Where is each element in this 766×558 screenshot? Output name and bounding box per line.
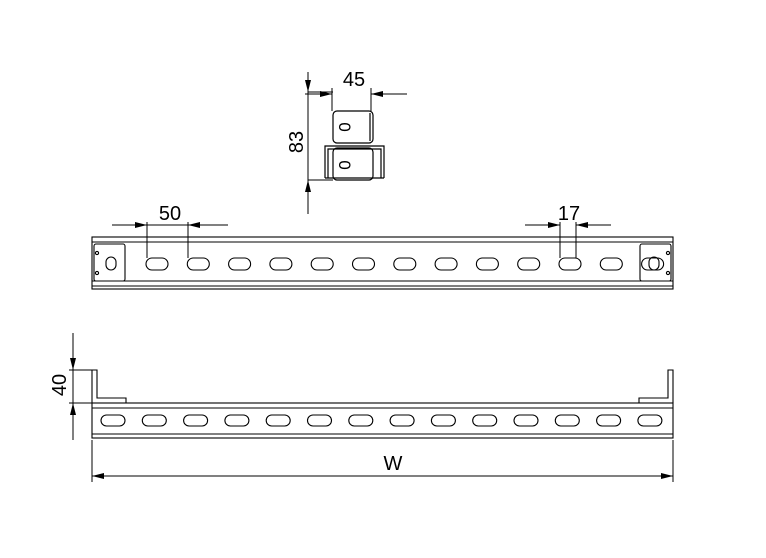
front-view [69,333,674,482]
top-view-slot [517,257,541,271]
end-view-height-label: 83 [286,131,308,153]
front-view-slot [554,414,580,427]
top-view-slot [393,257,417,271]
front-view-slots [100,414,663,427]
front-view-left-flange [91,369,127,403]
top-view-pitch-label: 50 [159,203,181,225]
top-view-slot-width-label: 17 [558,203,580,225]
end-view-lower-plate [332,147,374,181]
front-view-slot [141,414,167,427]
front-view-rail [91,402,674,439]
top-view-slot [475,257,499,271]
front-view-slot [637,414,663,427]
top-view-slot [269,257,293,271]
top-view-slot [599,257,623,271]
end-view-slot-label-top: 0 [335,122,354,131]
front-view-slot [306,414,333,427]
end-view [305,72,407,214]
top-view-slot [351,257,376,271]
end-view-width-label: 45 [343,69,365,91]
top-view-slot [186,257,210,271]
front-view-slot [472,414,498,427]
top-view-right-tab [639,243,672,282]
top-view [91,222,674,290]
front-view-slot [513,414,539,427]
end-view-slot-label-bottom: 0 [335,160,354,169]
top-view-slot [434,257,458,271]
front-view-slot [100,414,126,427]
top-view-slot [641,257,665,271]
top-view-slot [310,257,334,271]
front-view-slot [596,414,622,427]
front-view-length-label: W [384,453,403,475]
top-view-left-tab [93,243,126,282]
front-view-slot [183,414,209,427]
front-view-right-flange [638,369,674,403]
front-view-slot [265,414,291,427]
front-view-slot [224,414,250,427]
front-view-slot [430,414,456,427]
end-view-channel [324,145,385,178]
front-view-height-label: 40 [49,374,71,396]
front-view-slot [389,414,415,427]
top-view-outline [91,236,674,290]
top-view-slot [558,257,582,271]
end-view-upper-plate [332,110,374,144]
top-view-slot [228,257,252,271]
top-view-slots [145,257,665,271]
top-view-slot [145,257,169,271]
front-view-slot [348,414,374,427]
